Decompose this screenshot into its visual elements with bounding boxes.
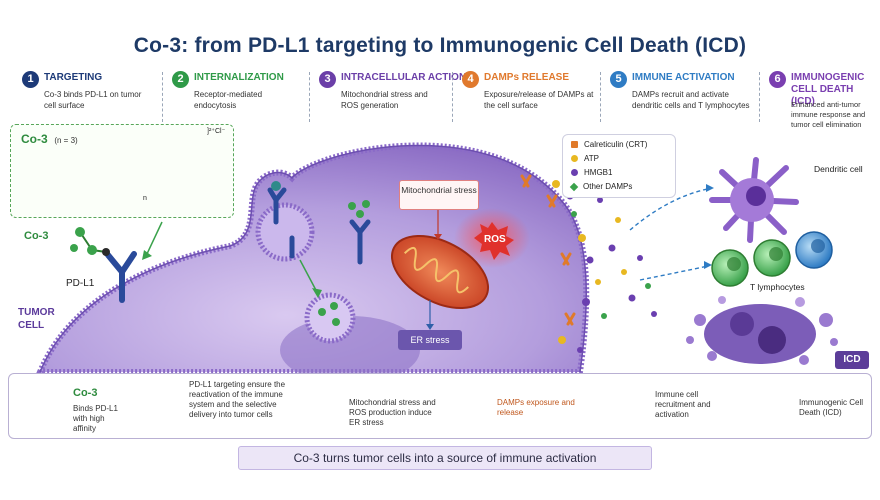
- step-description: DAMPs recruit and activate dendritic cel…: [632, 90, 750, 110]
- structure-n: (n = 3): [54, 136, 78, 145]
- t-lymphocytes: [711, 231, 833, 287]
- legend-item-crt: Calreticulin (CRT): [571, 140, 647, 149]
- internal-vesicle: [304, 292, 356, 344]
- step-description: Receptor-mediated endocytosis: [194, 90, 263, 110]
- summary-pdl1-desc: PD-L1 targeting ensure the reactivation …: [189, 380, 286, 419]
- step-description: Mitochondrial stress and ROS generation: [341, 90, 428, 110]
- t-lymphocytes-label: T lymphocytes: [750, 282, 805, 292]
- dendritic-cell-label: Dendritic cell: [814, 164, 863, 174]
- divider: [759, 72, 760, 122]
- legend-item-other-damps: Other DAMPs: [569, 182, 633, 192]
- divider: [162, 72, 163, 122]
- atp-icon: [571, 155, 578, 162]
- step-title: IMMUNE ACTIVATION: [632, 72, 735, 83]
- er-stress-box: ER stress: [398, 330, 462, 350]
- summary-damps-desc: DAMPs exposure and release: [497, 398, 575, 417]
- co3-molecule-surface: [70, 227, 110, 256]
- legend-label: Calreticulin (CRT): [584, 140, 648, 149]
- crt-icon: [571, 141, 578, 148]
- step-description: Co-3 binds PD-L1 on tumor cell surface: [44, 90, 142, 110]
- hmgb1-icon: [571, 169, 578, 176]
- step-title: IMMUNOGENIC CELL DEATH (ICD): [791, 72, 865, 107]
- summary-panel: Co-3 Binds PD-L1 with high affinity PD-L…: [8, 373, 872, 439]
- step-number: 3: [319, 71, 336, 88]
- step-title: INTERNALIZATION: [194, 72, 284, 83]
- summary-immune-desc: Immune cell recruitment and activation: [655, 390, 711, 419]
- structure-n-subscript: n: [143, 195, 147, 202]
- icd-badge: ICD: [835, 351, 869, 369]
- step-number: 4: [462, 71, 479, 88]
- divider: [309, 72, 310, 122]
- co3-structure-box: Co-3 (n = 3) ]²⁺Cl⁻ n: [10, 124, 234, 218]
- step-title: DAMPs RELEASE: [484, 72, 570, 83]
- ros-burst: [474, 222, 514, 260]
- step-number: 1: [22, 71, 39, 88]
- divider: [600, 72, 601, 122]
- dendritic-cell: [709, 157, 799, 243]
- step-title: INTRACELLULAR ACTION: [341, 72, 467, 83]
- structure-title: Co-3 (n = 3): [21, 132, 78, 146]
- crt-markers: [520, 174, 576, 326]
- legend-item-hmgb1: HMGB1: [571, 168, 612, 177]
- structure-label: Co-3: [21, 132, 48, 146]
- step-description: Enhanced anti-tumor immune response and …: [791, 100, 866, 129]
- page-title: Co-3: from PD-L1 targeting to Immunogeni…: [133, 34, 747, 57]
- damps-legend: Calreticulin (CRT) ATP HMGB1 Other DAMPs: [562, 134, 676, 198]
- step-number: 5: [610, 71, 627, 88]
- tumor-cell-label: TUMOR CELL: [18, 307, 55, 331]
- pdl1-label: PD-L1: [66, 278, 95, 289]
- summary-mito-desc: Mitochondrial stress and ROS production …: [349, 398, 436, 427]
- summary-co3-title: Co-3: [73, 387, 98, 399]
- mitochondrion: [390, 234, 490, 310]
- footer-banner: Co-3 turns tumor cells into a source of …: [238, 446, 652, 470]
- damps-particles: [552, 180, 657, 353]
- ros-label: ROS: [484, 234, 506, 245]
- legend-label: ATP: [584, 154, 599, 163]
- step-row: 1 TARGETING Co-3 binds PD-L1 on tumor ce…: [22, 70, 867, 130]
- structure-counterion: ]²⁺Cl⁻: [207, 128, 226, 135]
- mitochondrial-stress-box: Mitochondrial stress: [399, 180, 479, 210]
- icd-debris: [686, 296, 838, 365]
- step-title: TARGETING: [44, 72, 103, 83]
- legend-item-atp: ATP: [571, 154, 599, 163]
- legend-label: HMGB1: [584, 168, 613, 177]
- step-number: 2: [172, 71, 189, 88]
- divider: [452, 72, 453, 122]
- step-number: 6: [769, 71, 786, 88]
- other-damps-icon: [569, 182, 579, 192]
- summary-co3-desc: Binds PD-L1 with high affinity: [73, 404, 118, 433]
- summary-icd-desc: Immunogenic Cell Death (ICD): [799, 398, 864, 417]
- step-description: Exposure/release of DAMPs at the cell su…: [484, 90, 594, 110]
- endocytic-vesicle: [255, 202, 315, 262]
- pdl1-receptor: [105, 251, 137, 303]
- legend-label: Other DAMPs: [583, 182, 633, 191]
- co3-label: Co-3: [24, 230, 49, 242]
